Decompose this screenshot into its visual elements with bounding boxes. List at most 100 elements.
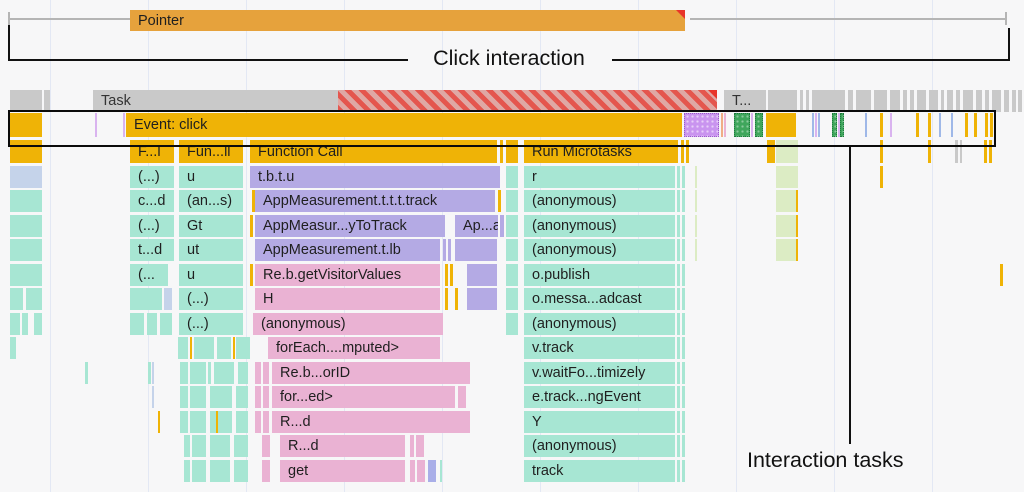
flame-row-segment[interactable] xyxy=(682,214,685,237)
event-row-segment[interactable] xyxy=(838,113,840,137)
flame-row-segment[interactable] xyxy=(234,459,248,482)
flame-header-row-segment[interactable] xyxy=(955,140,958,163)
task-row-segment[interactable] xyxy=(992,90,1001,112)
flame-row-segment[interactable] xyxy=(152,386,154,408)
flame-row-segment[interactable] xyxy=(10,214,42,237)
flame-row-segment[interactable] xyxy=(255,386,261,408)
flame-row-segment[interactable] xyxy=(445,288,448,310)
flame-header-row-segment[interactable] xyxy=(984,140,987,163)
flame-row-segment[interactable] xyxy=(455,239,497,261)
flame-row-segment[interactable] xyxy=(130,312,144,335)
event-row-segment[interactable] xyxy=(974,113,977,137)
flame-row-segment[interactable] xyxy=(695,214,697,237)
flame-bar-ut[interactable]: ut xyxy=(179,239,243,261)
event-row-segment[interactable] xyxy=(865,113,867,137)
flame-bar-appmeasur-ytotrack[interactable]: AppMeasur...yToTrack xyxy=(255,214,445,237)
flame-row-segment[interactable] xyxy=(506,165,518,188)
flame-row-segment[interactable] xyxy=(236,386,248,408)
event-row-segment[interactable] xyxy=(832,113,837,137)
task-bar-truncated[interactable]: T... xyxy=(724,90,766,112)
flame-row-segment[interactable] xyxy=(148,361,151,384)
task-row-segment[interactable] xyxy=(956,90,960,112)
flame-row-segment[interactable] xyxy=(130,288,162,310)
flame-row-segment[interactable] xyxy=(10,190,42,212)
flame-row-segment[interactable] xyxy=(263,410,269,433)
long-task-hatched-bar[interactable] xyxy=(338,90,717,112)
flame-row-segment[interactable] xyxy=(506,288,518,310)
flame-row-segment[interactable] xyxy=(695,165,697,188)
task-row-segment[interactable] xyxy=(856,90,871,112)
flame-row-segment[interactable] xyxy=(210,435,230,457)
flame-row-segment[interactable] xyxy=(158,410,160,433)
flame-row-segment[interactable] xyxy=(677,239,680,261)
flame-row-segment[interactable] xyxy=(416,435,424,457)
flame-bar-[interactable]: (...) xyxy=(179,312,243,335)
flame-bar-[interactable]: (...) xyxy=(130,214,174,237)
task-row-segment[interactable] xyxy=(1004,90,1009,112)
flame-bar-appmeasurement-t-lb[interactable]: AppMeasurement.t.lb xyxy=(255,239,440,261)
flame-bar-c-d[interactable]: c...d xyxy=(130,190,174,212)
flame-row-segment[interactable] xyxy=(682,435,685,457)
flame-row-segment[interactable] xyxy=(467,263,497,286)
flame-row-segment[interactable] xyxy=(192,435,206,457)
flame-row-segment[interactable] xyxy=(455,288,458,310)
flame-row-segment[interactable] xyxy=(450,263,453,286)
flame-row-segment[interactable] xyxy=(26,288,42,310)
flame-bar-v-waitfo-timizely[interactable]: v.waitFo...timizely xyxy=(524,361,675,384)
flame-bar-v-track[interactable]: v.track xyxy=(524,337,675,359)
flame-row-segment[interactable] xyxy=(677,410,680,433)
task-row-segment[interactable] xyxy=(903,90,907,112)
flame-row-segment[interactable] xyxy=(417,459,425,482)
flame-row-segment[interactable] xyxy=(263,386,269,408)
flame-row-segment[interactable] xyxy=(262,435,270,457)
flame-row-segment[interactable] xyxy=(682,263,685,286)
flame-bar-r-d[interactable]: R...d xyxy=(272,410,470,433)
event-row-segment[interactable] xyxy=(755,113,763,137)
flame-row-segment[interactable] xyxy=(255,361,261,384)
flame-bar-r-d[interactable]: R...d xyxy=(280,435,405,457)
event-click-bar[interactable]: Event: click xyxy=(126,113,682,137)
flame-row-segment[interactable] xyxy=(677,435,680,457)
flame-row-segment[interactable] xyxy=(10,288,23,310)
flame-row-segment[interactable] xyxy=(695,190,697,212)
flame-header-row-segment[interactable] xyxy=(500,140,503,163)
flame-row-segment[interactable] xyxy=(677,263,680,286)
flame-bar-an-s[interactable]: (an...s) xyxy=(179,190,243,212)
event-row-segment[interactable] xyxy=(840,113,844,137)
flame-bar-h[interactable]: H xyxy=(255,288,440,310)
task-row-segment[interactable] xyxy=(812,90,845,112)
task-row-segment[interactable] xyxy=(1018,90,1022,112)
flame-row-segment[interactable] xyxy=(180,386,188,408)
flame-row-segment[interactable] xyxy=(190,410,206,433)
flame-row-segment[interactable] xyxy=(443,239,446,261)
event-row-segment[interactable] xyxy=(734,113,750,137)
flame-row-segment[interactable] xyxy=(178,337,188,359)
flame-row-segment[interactable] xyxy=(194,337,214,359)
flame-row-segment[interactable] xyxy=(458,386,466,408)
flame-bar-anonymous[interactable]: (anonymous) xyxy=(524,214,675,237)
flame-row-segment[interactable] xyxy=(233,337,235,359)
task-row-segment[interactable] xyxy=(976,90,982,112)
flame-row-segment[interactable] xyxy=(10,239,42,261)
event-row-segment[interactable] xyxy=(10,113,42,137)
flame-row-segment[interactable] xyxy=(250,263,253,286)
flame-row-segment[interactable] xyxy=(255,410,261,433)
event-row-segment[interactable] xyxy=(985,113,988,137)
task-row-segment[interactable] xyxy=(929,90,938,112)
event-row-segment[interactable] xyxy=(815,113,817,137)
task-row-segment[interactable] xyxy=(848,90,853,112)
flame-header-row-segment[interactable] xyxy=(686,140,689,163)
flame-row-segment[interactable] xyxy=(506,263,518,286)
event-row-segment[interactable] xyxy=(965,113,968,137)
flame-row-segment[interactable] xyxy=(214,361,234,384)
flame-bar-re-b-getvisitorvalues[interactable]: Re.b.getVisitorValues xyxy=(255,263,440,286)
flame-row-segment[interactable] xyxy=(208,361,211,384)
task-row-segment[interactable] xyxy=(44,90,50,112)
flame-row-segment[interactable] xyxy=(210,386,232,408)
flame-row-segment[interactable] xyxy=(677,386,680,408)
task-row-segment[interactable] xyxy=(963,90,973,112)
flame-row-segment[interactable] xyxy=(34,312,42,335)
flame-row-segment[interactable] xyxy=(1000,263,1003,286)
event-row-segment[interactable] xyxy=(95,113,97,137)
flame-bar-anonymous[interactable]: (anonymous) xyxy=(524,435,675,457)
